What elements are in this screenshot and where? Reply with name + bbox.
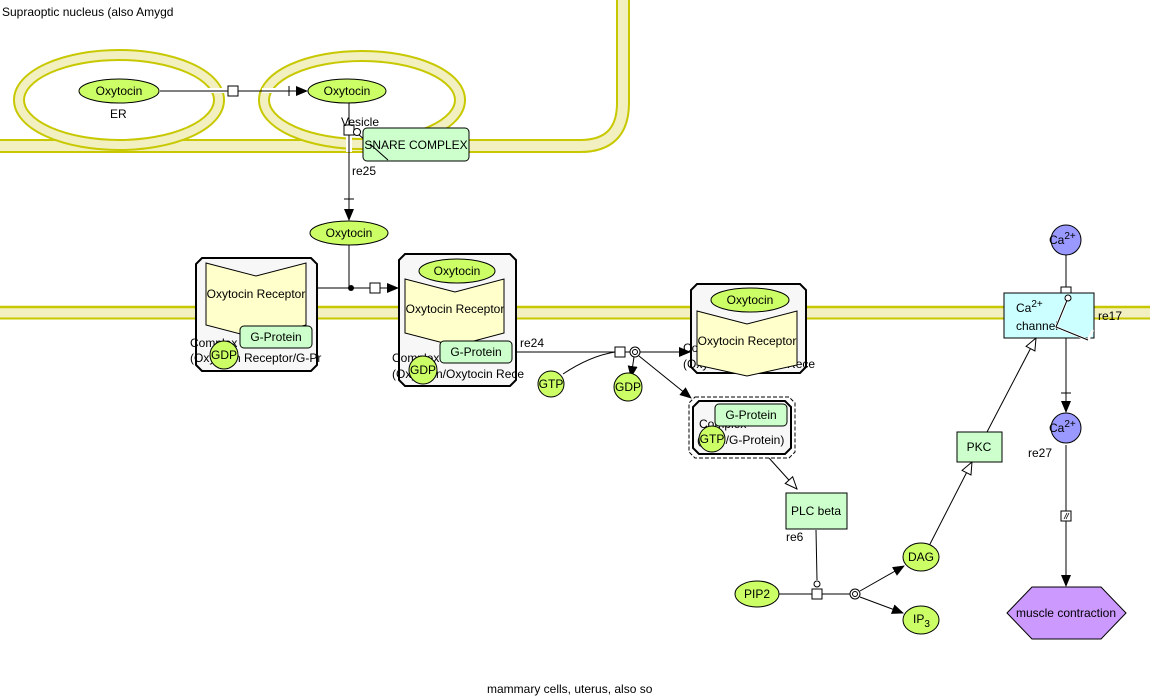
- species-gdp[interactable]: GDP: [408, 355, 438, 385]
- svg-text:Ca2+: Ca2+: [1049, 419, 1076, 435]
- complex-gtp-gprotein[interactable]: Complex (GTP/G-Protein) G-Protein GTP: [688, 396, 796, 459]
- channel-ca2-channel[interactable]: Ca2+ channel: [1003, 292, 1095, 342]
- species-oxytocin-extracellular[interactable]: Oxytocin: [309, 220, 389, 246]
- reaction-label-re6: re6: [786, 530, 804, 544]
- species-dag[interactable]: DAG: [902, 542, 940, 572]
- species-gtp[interactable]: GTP: [698, 425, 726, 453]
- ion-ca2-extracellular[interactable]: Ca2+: [1049, 224, 1082, 256]
- species-gtp[interactable]: GTP: [537, 370, 565, 398]
- protein-pkc[interactable]: PKC: [956, 431, 1003, 463]
- receptor-oxytocin-receptor[interactable]: Oxytocin Receptor: [205, 262, 307, 339]
- svg-text:DAG: DAG: [908, 550, 934, 564]
- reaction-label-re27: re27: [1028, 446, 1052, 460]
- svg-text:SNARE COMPLEX: SNARE COMPLEX: [364, 138, 467, 152]
- complex-receptor-gprotein[interactable]: Complex (Oxytocin Receptor/G-Pr Oxytocin…: [190, 257, 321, 372]
- transport-er-to-vesicle[interactable]: [160, 85, 308, 97]
- svg-text:GDP: GDP: [211, 348, 237, 362]
- receptor-oxytocin-receptor[interactable]: Oxytocin Receptor: [696, 310, 798, 377]
- species-snare-complex[interactable]: SNARE COMPLEX: [362, 127, 470, 162]
- svg-text:GTP: GTP: [700, 432, 725, 446]
- ligand-oxytocin[interactable]: Oxytocin: [418, 258, 496, 284]
- species-oxytocin-er[interactable]: Oxytocin: [78, 78, 160, 104]
- reaction-binding[interactable]: [317, 244, 399, 294]
- svg-text:Ca2+: Ca2+: [1049, 231, 1076, 247]
- svg-text:Oxytocin: Oxytocin: [434, 264, 481, 278]
- svg-text:Oxytocin Receptor: Oxytocin Receptor: [406, 302, 505, 316]
- reaction-label-re17: re17: [1098, 309, 1122, 323]
- activation-dag-pkc[interactable]: [928, 462, 972, 547]
- svg-text:G-Protein: G-Protein: [450, 345, 501, 359]
- reaction-label-re24: re24: [520, 336, 544, 350]
- reaction-label-re25: re25: [352, 164, 376, 178]
- plasma-membrane[interactable]: [0, 305, 1150, 320]
- svg-text:IP3: IP3: [913, 612, 930, 630]
- neuron-compartment-label: Supraoptic nucleus (also Amygd: [2, 5, 173, 19]
- protein-g-protein[interactable]: G-Protein: [714, 403, 788, 427]
- svg-text:G-Protein: G-Protein: [725, 408, 776, 422]
- reaction-re27[interactable]: [1060, 445, 1072, 587]
- species-ip3[interactable]: IP3: [902, 605, 940, 635]
- phenotype-muscle-contraction[interactable]: muscle contraction: [1006, 586, 1127, 640]
- target-cell-label: mammary cells, uterus, also so: [487, 682, 653, 696]
- svg-text:Ca2+: Ca2+: [1016, 299, 1043, 315]
- protein-g-protein[interactable]: G-Protein: [439, 340, 513, 364]
- protein-g-protein[interactable]: G-Protein: [239, 325, 313, 349]
- snare-catalysis-edge: [369, 143, 389, 161]
- reaction-re6[interactable]: [779, 529, 905, 614]
- protein-plc-beta[interactable]: PLC beta: [785, 492, 848, 530]
- svg-text:Oxytocin Receptor: Oxytocin Receptor: [207, 287, 306, 301]
- species-gdp[interactable]: GDP: [209, 340, 239, 370]
- activation-pkc-channel[interactable]: [986, 338, 1036, 433]
- activation-gprotein-plc[interactable]: [768, 457, 797, 489]
- svg-text:muscle contraction: muscle contraction: [1016, 606, 1116, 620]
- svg-text:Oxytocin Receptor: Oxytocin Receptor: [698, 334, 797, 348]
- svg-text:GDP: GDP: [615, 380, 641, 394]
- neuron-compartment[interactable]: [0, 0, 630, 153]
- ion-ca2-cytosolic[interactable]: Ca2+: [1049, 412, 1082, 444]
- er-compartment[interactable]: [13, 49, 225, 151]
- svg-text:channel: channel: [1016, 319, 1058, 333]
- svg-text:PLC beta: PLC beta: [791, 504, 841, 518]
- svg-text:Oxytocin: Oxytocin: [96, 84, 143, 98]
- er-label: ER: [110, 107, 127, 121]
- complex-oxytocin-receptor-gprotein[interactable]: Complex (Oxytocin/Oxytocin Rece Oxytocin…: [392, 253, 524, 387]
- species-pip2[interactable]: PIP2: [734, 580, 780, 608]
- species-gdp-released[interactable]: GDP: [613, 372, 643, 402]
- reaction-re24[interactable]: [516, 346, 692, 399]
- svg-text:Oxytocin: Oxytocin: [727, 293, 774, 307]
- svg-text:PKC: PKC: [967, 440, 992, 454]
- svg-text:GTP: GTP: [539, 377, 564, 391]
- ligand-oxytocin[interactable]: Oxytocin: [710, 287, 790, 313]
- svg-text:Oxytocin: Oxytocin: [326, 226, 373, 240]
- species-oxytocin-vesicle[interactable]: Oxytocin: [307, 78, 387, 104]
- complex-oxytocin-receptor[interactable]: Complex (Oxytocin/Oxytocin Rece Oxytocin…: [683, 283, 815, 377]
- receptor-oxytocin-receptor[interactable]: Oxytocin Receptor: [404, 278, 505, 347]
- svg-text:PIP2: PIP2: [744, 587, 770, 601]
- vesicle-compartment[interactable]: [258, 50, 466, 150]
- vesicle-label: Vesicle: [341, 115, 379, 129]
- svg-text:GDP: GDP: [410, 363, 436, 377]
- svg-text:G-Protein: G-Protein: [250, 330, 301, 344]
- svg-text:Oxytocin: Oxytocin: [324, 84, 371, 98]
